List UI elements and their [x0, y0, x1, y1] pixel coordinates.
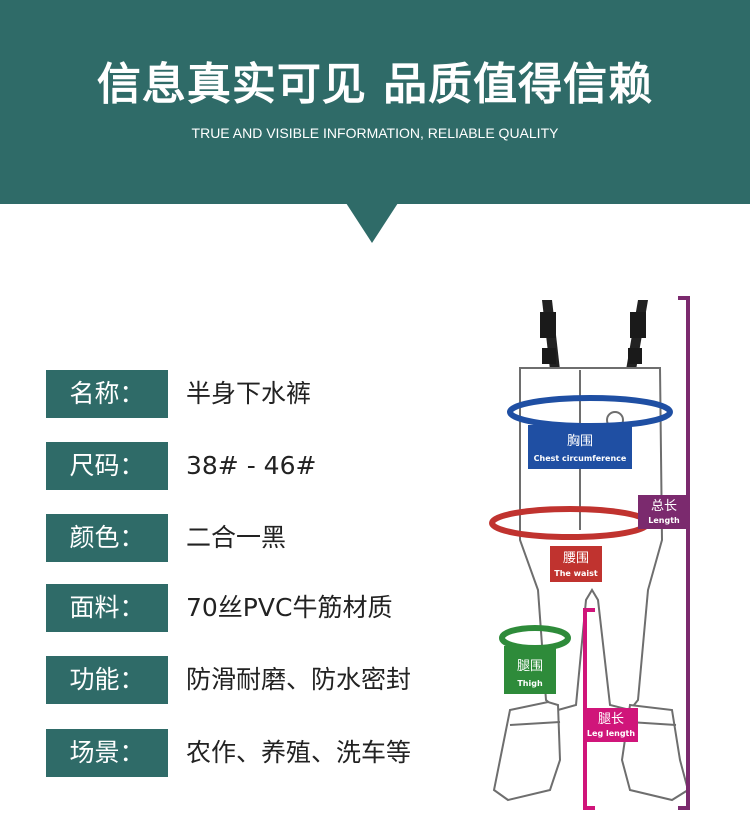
spec-value: 防滑耐磨、防水密封: [186, 665, 412, 694]
headline: 信息真实可见 品质值得信赖: [96, 59, 654, 110]
waist-measure: 腰围 The waist: [489, 506, 651, 582]
thigh-measure: 腿围 Thigh: [499, 625, 571, 694]
spec-row-function: 功能： 防滑耐磨、防水密封: [46, 656, 486, 704]
spec-value: 70丝PVC牛筋材质: [186, 593, 393, 622]
header-banner: 信息真实可见 品质值得信赖 TRUE AND VISIBLE INFORMATI…: [0, 0, 750, 204]
waist-title: 腰围: [563, 551, 589, 566]
spec-row-size: 尺码： 38# - 46#: [46, 442, 486, 490]
chest-title: 胸围: [567, 434, 593, 449]
spec-value: 农作、养殖、洗车等: [186, 738, 412, 767]
spec-value: 半身下水裤: [186, 379, 312, 408]
waist-subtitle: The waist: [554, 569, 598, 578]
spec-value: 38# - 46#: [186, 451, 317, 480]
thigh-subtitle: Thigh: [517, 679, 543, 688]
chest-subtitle: Chest circumference: [534, 454, 627, 463]
leg-subtitle: Leg length: [587, 729, 635, 738]
spec-row-name: 名称： 半身下水裤: [46, 370, 486, 418]
spec-label: 功能：: [46, 656, 168, 704]
banner-pointer: [346, 203, 398, 243]
chest-measure: 胸围 Chest circumference: [507, 395, 673, 469]
wader-diagram: 胸围 Chest circumference 腰围 The waist 腿围 T…: [489, 296, 690, 810]
leg-length-measure: 腿长 Leg length: [583, 608, 638, 810]
spec-label: 名称：: [46, 370, 168, 418]
spec-value: 二合一黑: [186, 523, 287, 552]
spec-row-usage: 场景： 农作、养殖、洗车等: [46, 729, 486, 777]
spec-label: 尺码：: [46, 442, 168, 490]
length-title: 总长: [651, 499, 677, 514]
spec-label: 颜色：: [46, 514, 168, 562]
spec-label: 场景：: [46, 729, 168, 777]
leg-title: 腿长: [598, 712, 624, 727]
suspender-straps: [540, 300, 648, 370]
spec-row-color: 颜色： 二合一黑: [46, 514, 486, 562]
subheadline: TRUE AND VISIBLE INFORMATION, RELIABLE Q…: [191, 125, 559, 141]
spec-row-material: 面料： 70丝PVC牛筋材质: [46, 584, 486, 632]
thigh-title: 腿围: [517, 659, 543, 674]
spec-label: 面料：: [46, 584, 168, 632]
length-measure: 总长 Length: [638, 296, 690, 810]
length-subtitle: Length: [648, 516, 680, 525]
